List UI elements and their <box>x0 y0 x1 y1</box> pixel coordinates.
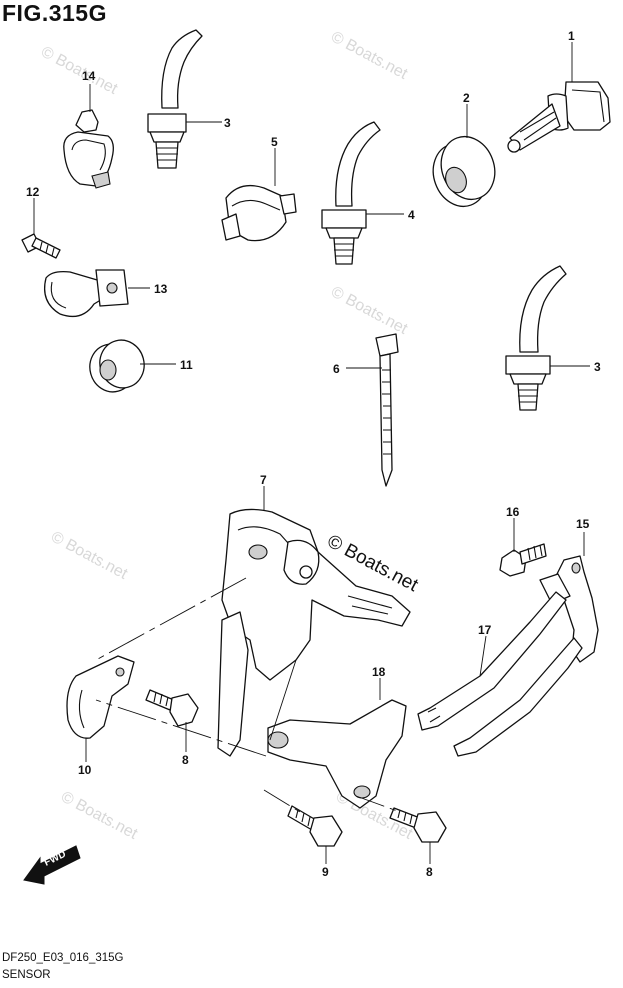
part-14-wire-clip <box>63 109 114 189</box>
watermark: © Boats.net <box>58 789 140 844</box>
part-6-cable-tie <box>375 333 399 487</box>
part-18-plate <box>267 699 407 809</box>
part-9-bolt <box>287 805 343 847</box>
callout-17: 17 <box>478 623 492 637</box>
part-8-bolt-right <box>389 807 447 843</box>
part-3-sensor-right <box>505 265 567 411</box>
part-17-link <box>417 591 583 757</box>
fwd-arrow-icon: FWD <box>23 845 81 885</box>
callout-15: 15 <box>576 517 590 531</box>
callout-11: 11 <box>180 358 193 372</box>
callout-18: 18 <box>372 665 386 679</box>
part-1-sensor-connector <box>507 81 611 153</box>
callout-3: 3 <box>224 116 231 130</box>
part-3-sensor-top <box>147 29 203 169</box>
part-13-clamp <box>43 269 129 318</box>
callout-13: 13 <box>154 282 168 296</box>
part-8-bolt-left <box>145 689 199 727</box>
watermark: © Boats.net <box>328 284 410 339</box>
callout-7: 7 <box>260 473 267 487</box>
callout-9: 9 <box>322 865 329 879</box>
callout-4: 4 <box>408 208 415 222</box>
callout-8-right: 8 <box>426 865 433 879</box>
callouts: 1 2 3 14 12 13 11 5 4 6 3 7 16 15 17 18 … <box>26 29 601 879</box>
callout-5: 5 <box>271 135 278 149</box>
figure-code: DF250_E03_016_315G <box>2 952 124 964</box>
part-11-grommet <box>89 339 145 393</box>
leader-lines <box>33 42 590 864</box>
figure-name: SENSOR <box>2 969 51 981</box>
callout-1: 1 <box>568 29 575 43</box>
callout-2: 2 <box>463 91 470 105</box>
callout-14: 14 <box>82 69 96 83</box>
part-10-clamp <box>66 655 135 739</box>
callout-12: 12 <box>26 185 40 199</box>
watermark: © Boats.net <box>328 29 410 84</box>
figure-title: FIG.315G <box>2 0 107 26</box>
watermark: © Boats.net <box>38 44 120 99</box>
part-16-bolt <box>499 543 547 577</box>
callout-3-right: 3 <box>594 360 601 374</box>
callout-8-left: 8 <box>182 753 189 767</box>
watermark: © Boats.net <box>48 529 130 584</box>
callout-16: 16 <box>506 505 520 519</box>
callout-10: 10 <box>78 763 92 777</box>
part-7-bracket <box>217 508 411 757</box>
part-5-knock-sensor <box>221 184 297 242</box>
part-4-sensor <box>321 121 381 265</box>
part-12-bolt <box>21 233 61 259</box>
part-2-grommet <box>432 135 496 208</box>
callout-6: 6 <box>333 362 340 376</box>
